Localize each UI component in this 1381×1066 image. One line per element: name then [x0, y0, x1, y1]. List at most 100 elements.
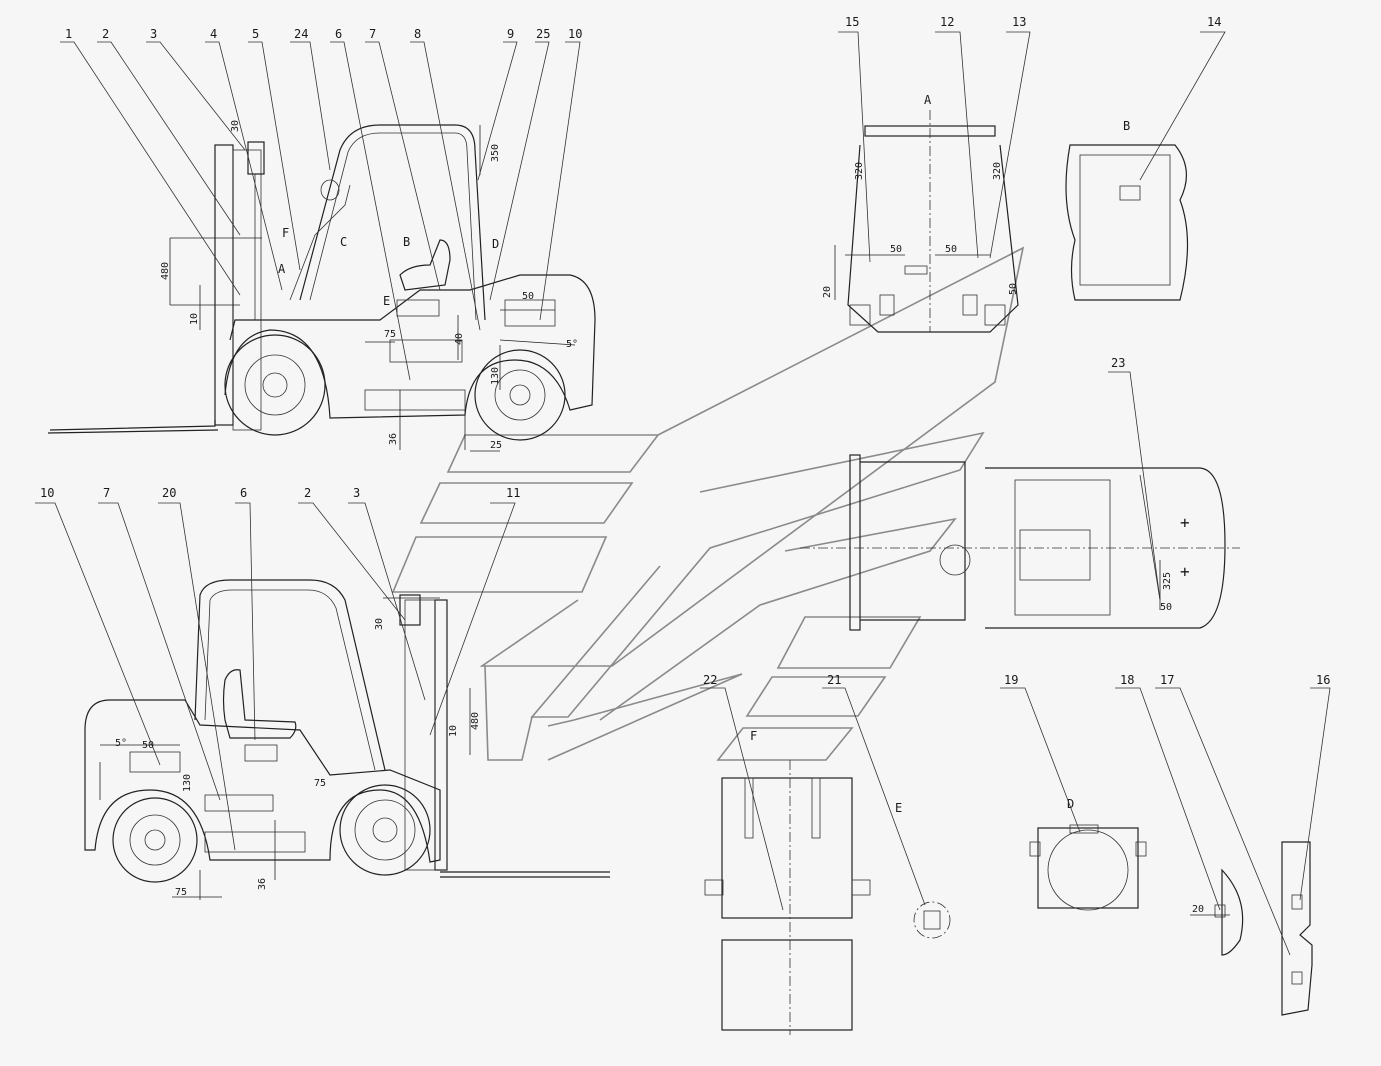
- decal-stripe-2: [419, 482, 634, 524]
- view-label-D-detail: D: [1067, 797, 1074, 811]
- dims-bottom-left: 5° 50 130 75 30 480 10 75 36: [115, 618, 481, 898]
- callout-3-b: 3: [353, 486, 360, 500]
- callout-5: 5: [252, 27, 259, 41]
- dim-10: 10: [189, 313, 200, 325]
- dim-75: 75: [384, 329, 396, 340]
- decal-stripe-3: [391, 536, 608, 593]
- detail-16-17: [1281, 841, 1313, 1016]
- callout-labels-top: 1 2 3 4 5 24 6 7 8 9 25 10: [65, 27, 582, 41]
- dim-75-c: 75: [175, 887, 187, 898]
- view-label-D: D: [492, 237, 499, 251]
- dim-40: 40: [454, 333, 465, 345]
- callout-4: 4: [210, 27, 217, 41]
- callout-20: 20: [162, 486, 176, 500]
- callout-21: 21: [827, 673, 841, 687]
- svg-text:+: +: [1180, 562, 1190, 581]
- dim-50-b: 50: [945, 244, 957, 255]
- view-f-detail: F: [704, 729, 871, 1035]
- plan-view: + + 23 325 50: [800, 356, 1240, 631]
- dim-50-e: 50: [142, 740, 154, 751]
- dim-50-right: 50: [522, 291, 534, 302]
- view-label-F-detail: F: [750, 729, 757, 743]
- dim-320-a: 320: [854, 162, 865, 180]
- callout-16: 16: [1316, 673, 1330, 687]
- dim-350: 350: [490, 144, 501, 162]
- callout-2-b: 2: [304, 486, 311, 500]
- dims-top-right: 50 50 20 50 320 320: [822, 162, 1019, 298]
- dim-30-top: 30: [230, 120, 241, 132]
- callout-2: 2: [102, 27, 109, 41]
- view-a-overhead-guard: [834, 110, 1019, 333]
- decal-chevron-4: [484, 665, 533, 761]
- dim-20-b: 20: [1192, 904, 1204, 915]
- dim-320-b: 320: [992, 162, 1003, 180]
- callout-14: 14: [1207, 15, 1221, 29]
- view-b-detail: B: [1065, 119, 1189, 301]
- leader-lines-bottom-right: [700, 687, 1331, 956]
- view-label-B-detail: B: [1123, 119, 1130, 133]
- callout-17: 17: [1160, 673, 1174, 687]
- decal-chevron-5: [547, 673, 743, 761]
- callout-25: 25: [536, 27, 550, 41]
- decal-panel-2: [745, 676, 887, 717]
- callout-13: 13: [1012, 15, 1026, 29]
- callout-6-b: 6: [240, 486, 247, 500]
- callout-7: 7: [369, 27, 376, 41]
- callout-15: 15: [845, 15, 859, 29]
- dim-5deg-b: 5°: [115, 738, 127, 749]
- dims-top-left: 30 350 480 10 75 40 50 5° 130 36 25: [160, 120, 578, 451]
- dim-20-a: 20: [822, 286, 833, 298]
- dim-5deg: 5°: [566, 339, 578, 350]
- dim-36-top: 36: [388, 433, 399, 445]
- view-label-E: E: [383, 294, 390, 308]
- forklift-side-view-left: [47, 124, 596, 452]
- decal-stripe-1: [446, 434, 660, 473]
- dim-75-b: 75: [314, 778, 326, 789]
- callout-24: 24: [294, 27, 308, 41]
- view-labels-top-left: A F C B D E: [278, 226, 499, 308]
- view-label-B: B: [403, 235, 410, 249]
- callout-7-b: 7: [103, 486, 110, 500]
- dim-480-b: 480: [470, 712, 481, 730]
- callout-19: 19: [1004, 673, 1018, 687]
- forklift-side-view-right: [84, 579, 610, 900]
- dim-130: 130: [490, 367, 501, 385]
- view-label-E-detail: E: [895, 801, 902, 815]
- dim-36-b: 36: [257, 878, 268, 890]
- decal-chevron-2: [530, 431, 985, 718]
- dim-130-b: 130: [182, 774, 193, 792]
- callout-18: 18: [1120, 673, 1134, 687]
- detail-18: 20: [1190, 868, 1244, 956]
- dim-480-left: 480: [160, 262, 171, 280]
- callout-11: 11: [506, 486, 520, 500]
- callout-22: 22: [703, 673, 717, 687]
- view-label-A-detail: A: [924, 93, 932, 107]
- callout-10: 10: [568, 27, 582, 41]
- callout-23: 23: [1111, 356, 1125, 370]
- view-label-A: A: [278, 262, 286, 276]
- decal-chevron-3: [599, 517, 957, 721]
- dim-50-a: 50: [890, 244, 902, 255]
- callout-labels-top-right: 15 12 13 14: [838, 15, 1226, 263]
- callout-labels-bottom-right: 22 21 19 18 17 16: [703, 673, 1330, 687]
- decal-panel-3: [716, 727, 854, 761]
- decal-panel-1: [776, 616, 922, 669]
- leader-lines-bottom: [35, 502, 516, 851]
- leader-lines-top: [60, 41, 581, 381]
- dim-325: 325: [1162, 572, 1173, 590]
- svg-text:+: +: [1180, 513, 1190, 532]
- callout-labels-bottom: 10 7 20 6 2 3 11: [40, 486, 520, 500]
- callout-12: 12: [940, 15, 954, 29]
- callout-1: 1: [65, 27, 72, 41]
- view-e-detail: E: [895, 801, 951, 939]
- view-label-F: F: [282, 226, 289, 240]
- callout-3: 3: [150, 27, 157, 41]
- view-d-detail: D: [1029, 797, 1147, 911]
- decal-outline-group: [391, 246, 1025, 761]
- decal-chevron-1: [479, 246, 1025, 667]
- dim-50-d: 50: [1160, 602, 1172, 613]
- callout-9: 9: [507, 27, 514, 41]
- callout-10-b: 10: [40, 486, 54, 500]
- dim-25: 25: [490, 440, 502, 451]
